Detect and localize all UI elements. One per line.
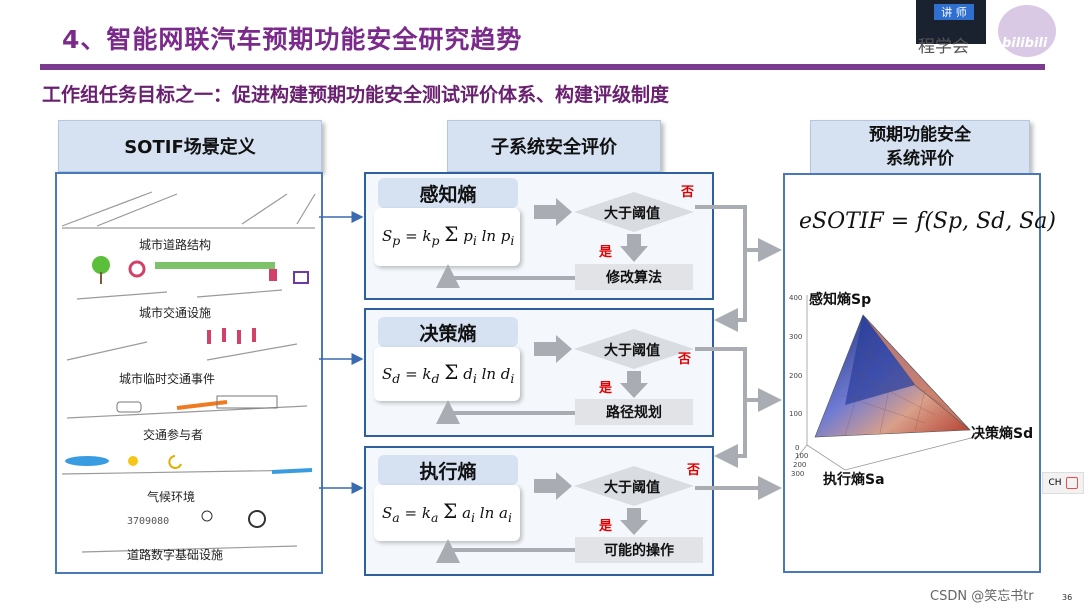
yes-label: 是 [599,245,613,260]
scenario-label: 道路数字基础设施 [127,548,224,562]
overlay-text: 程学会 [918,37,969,57]
no-label: 否 [678,352,692,367]
axis-label-perception: 感知熵Sp [809,292,872,308]
entropy-label: 执行熵 [378,455,518,485]
action-box: 路径规划 [575,399,693,425]
tick-vertical: 300 [789,333,802,341]
bilibili-watermark: bilibili [1002,36,1048,51]
yes-label: 是 [599,519,613,534]
process-arrow [534,335,572,363]
decision-label: 大于阈值 [604,480,660,496]
header-sotif: SOTIF场景定义 [58,120,322,172]
tick-vertical: 400 [789,294,802,302]
entropy-formula-card [374,347,520,401]
entropy-formula: Sd = kd Σ di ln di [382,360,515,386]
scenario-label: 城市临时交通事件 [119,372,216,386]
lecturer-label: 讲 师 [934,4,974,20]
scenario-label: 城市道路结构 [139,238,212,252]
process-arrow [534,472,572,500]
tick-depth: 300 [791,470,804,478]
entropy-surface-plot: 400 300 200 100 0 100 200 300 [789,294,984,478]
process-arrow [534,198,572,226]
entropy-formula: Sp = kp Σ pi ln pi [382,222,515,248]
axis-label-execution: 执行熵Sa [823,472,885,488]
scenario-label: 城市交通设施 [139,306,212,320]
ime-indicator[interactable]: CH [1042,472,1084,494]
entropy-formula-card [374,208,520,266]
page-title: 4、智能网联汽车预期功能安全研究趋势 [62,25,523,54]
yes-label: 是 [599,381,613,396]
entropy-label: 感知熵 [378,178,518,208]
entropy-formula-card [374,485,520,541]
decision-diamond [574,329,694,369]
decision-label: 大于阈值 [604,343,660,359]
decision-diamond [574,192,694,232]
scenario-panel: 3709080 城市道路结构 城市交通设施 城市临时交通事件 交通参与者 气候环… [55,172,323,574]
decision-label: 大于阈值 [604,206,660,222]
page-number: 36 [1062,593,1073,602]
esotif-formula: eSOTIF = f(Sp, Sd, Sa) [799,209,1056,234]
scenario-sketches: 3709080 [61,191,316,553]
no-label: 否 [681,185,695,200]
svg-text:3709080: 3709080 [127,516,169,527]
entropy-label: 决策熵 [378,317,518,347]
subtitle: 工作组任务目标之一：促进构建预期功能安全测试评价体系、构建评级制度 [42,84,670,106]
scenario-label: 气候环境 [147,490,196,504]
tick-vertical: 0 [795,444,799,452]
no-label: 否 [687,463,701,478]
action-box: 可能的操作 [575,537,703,563]
header-sotif-label: SOTIF场景定义 [124,137,256,158]
yes-arrow [620,234,648,262]
decision-diamond [574,466,694,506]
tick-depth: 200 [793,461,806,469]
tick-vertical: 200 [789,372,802,380]
system-eval-panel: eSOTIF = f(Sp, Sd, Sa) 400 300 200 100 0… [783,173,1056,573]
header-system-line1: 预期功能安全 [869,125,971,145]
header-system-line2: 系统评价 [886,149,954,169]
bilibili-logo [998,5,1056,57]
ime-icon [1065,477,1078,489]
yes-arrow [620,371,648,398]
csdn-watermark: CSDN @笑忘书tr [930,589,1034,604]
yes-arrow [620,508,648,535]
tick-vertical: 100 [789,410,802,418]
header-subsystem: 子系统安全评价 [447,120,661,172]
ime-label: CH [1048,478,1062,488]
entropy-formula: Sa = ka Σ ai ln ai [382,499,512,525]
scenario-label: 交通参与者 [143,428,204,442]
axis-label-decision: 决策熵Sd [971,426,1034,442]
title-divider [40,64,1045,70]
tick-depth: 100 [795,452,808,460]
action-box: 修改算法 [575,264,693,290]
header-subsystem-label: 子系统安全评价 [491,137,617,158]
